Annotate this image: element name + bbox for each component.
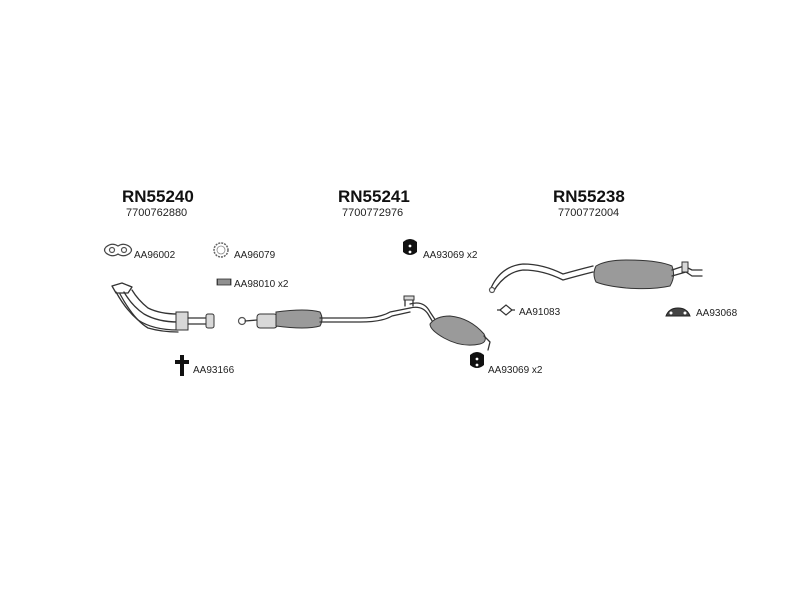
rubber-mount-top-icon bbox=[403, 239, 417, 255]
ring-gasket-icon bbox=[213, 242, 229, 258]
spring-bolt-icon bbox=[216, 278, 232, 286]
part-label-ring-gasket: AA96079 bbox=[234, 250, 276, 261]
part-label-rear-mount: AA93068 bbox=[696, 308, 738, 319]
flange-gasket-icon bbox=[103, 243, 133, 257]
part-label-gasket-flange: AA96002 bbox=[134, 250, 176, 261]
part-label-rubber-mount-top: AA93069 x2 bbox=[423, 250, 478, 261]
rear-mount-icon bbox=[665, 307, 691, 317]
assembly-oem-rear: 7700772004 bbox=[558, 207, 619, 219]
assembly-code-front: RN55240 bbox=[122, 187, 194, 206]
assembly-oem-front: 7700762880 bbox=[126, 207, 187, 219]
middle-pipe-muffler-icon bbox=[237, 295, 491, 351]
part-label-bracket: AA93166 bbox=[193, 365, 235, 376]
assembly-code-middle: RN55241 bbox=[338, 187, 410, 206]
part-label-spring-bolt: AA98010 x2 bbox=[234, 279, 289, 290]
front-downpipe-icon bbox=[111, 282, 215, 333]
assembly-code-rear: RN55238 bbox=[553, 187, 625, 206]
part-label-clamp: AA91083 bbox=[519, 307, 561, 318]
rear-muffler-icon bbox=[488, 259, 703, 294]
rubber-mount-bottom-icon bbox=[470, 352, 484, 368]
bracket-icon bbox=[175, 355, 189, 376]
clamp-icon bbox=[497, 304, 515, 316]
part-label-rubber-mount-bottom: AA93069 x2 bbox=[488, 365, 543, 376]
assembly-oem-middle: 7700772976 bbox=[342, 207, 403, 219]
